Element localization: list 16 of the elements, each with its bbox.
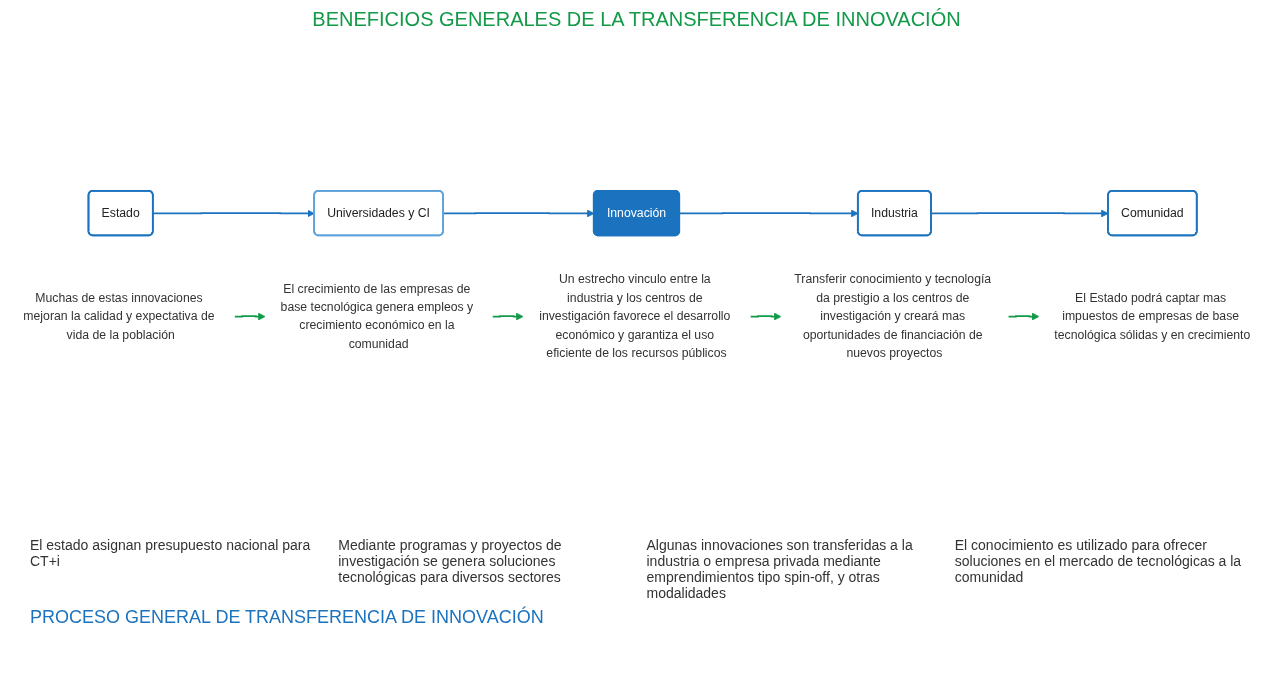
arrow [233, 312, 266, 321]
node-text: El crecimiento de las empresas de base tecnológica genera empleos y crecimiento económico en la comunidad [280, 281, 474, 351]
arrow [1007, 312, 1040, 321]
note-text: El conocimiento es utilizado para ofrecer soluciones en el mercado de tecnológicas a la comunidad [954, 537, 1243, 587]
arrow [749, 312, 782, 321]
diagram-caption: PROCESO GENERAL DE TRANSFERENCIA DE INNOVACIÓN [29, 605, 545, 629]
node-text: Transferir conocimiento y tecnología da prestigio a los centros de investigación y creará mas oportunidades de financiación de nuevos proyectos [794, 272, 992, 360]
node-text: Muchas de estas innovaciones mejoran la calidad y expectativa de vida de la población [23, 290, 215, 342]
note-text: Mediante programas y proyectos de investigación se genera soluciones tecnológicas para diversos sectores [338, 537, 563, 587]
node-text: Un estrecho vinculo entre la industria y los centros de investigación favorece el desarrollo económico y garantiza el uso eficiente de los recursos públicos [539, 272, 731, 360]
diagram-title: BENEFICIOS GENERALES DE LA TRANSFERENCIA DE INNOVACIÓN [311, 7, 962, 32]
arrow [152, 209, 315, 218]
node-text: El Estado podrá captar mas impuestos de empresas de base tecnológica sólidas y en crecimiento [1054, 290, 1251, 342]
note-text: El estado asignan presupuesto nacional para CT+i [30, 537, 312, 571]
note-text: Algunas innovaciones son transferidas a la industria o empresa privada mediante emprendimientos tipo spin-off, y otras modalidades [646, 537, 914, 601]
arrow [491, 312, 524, 321]
